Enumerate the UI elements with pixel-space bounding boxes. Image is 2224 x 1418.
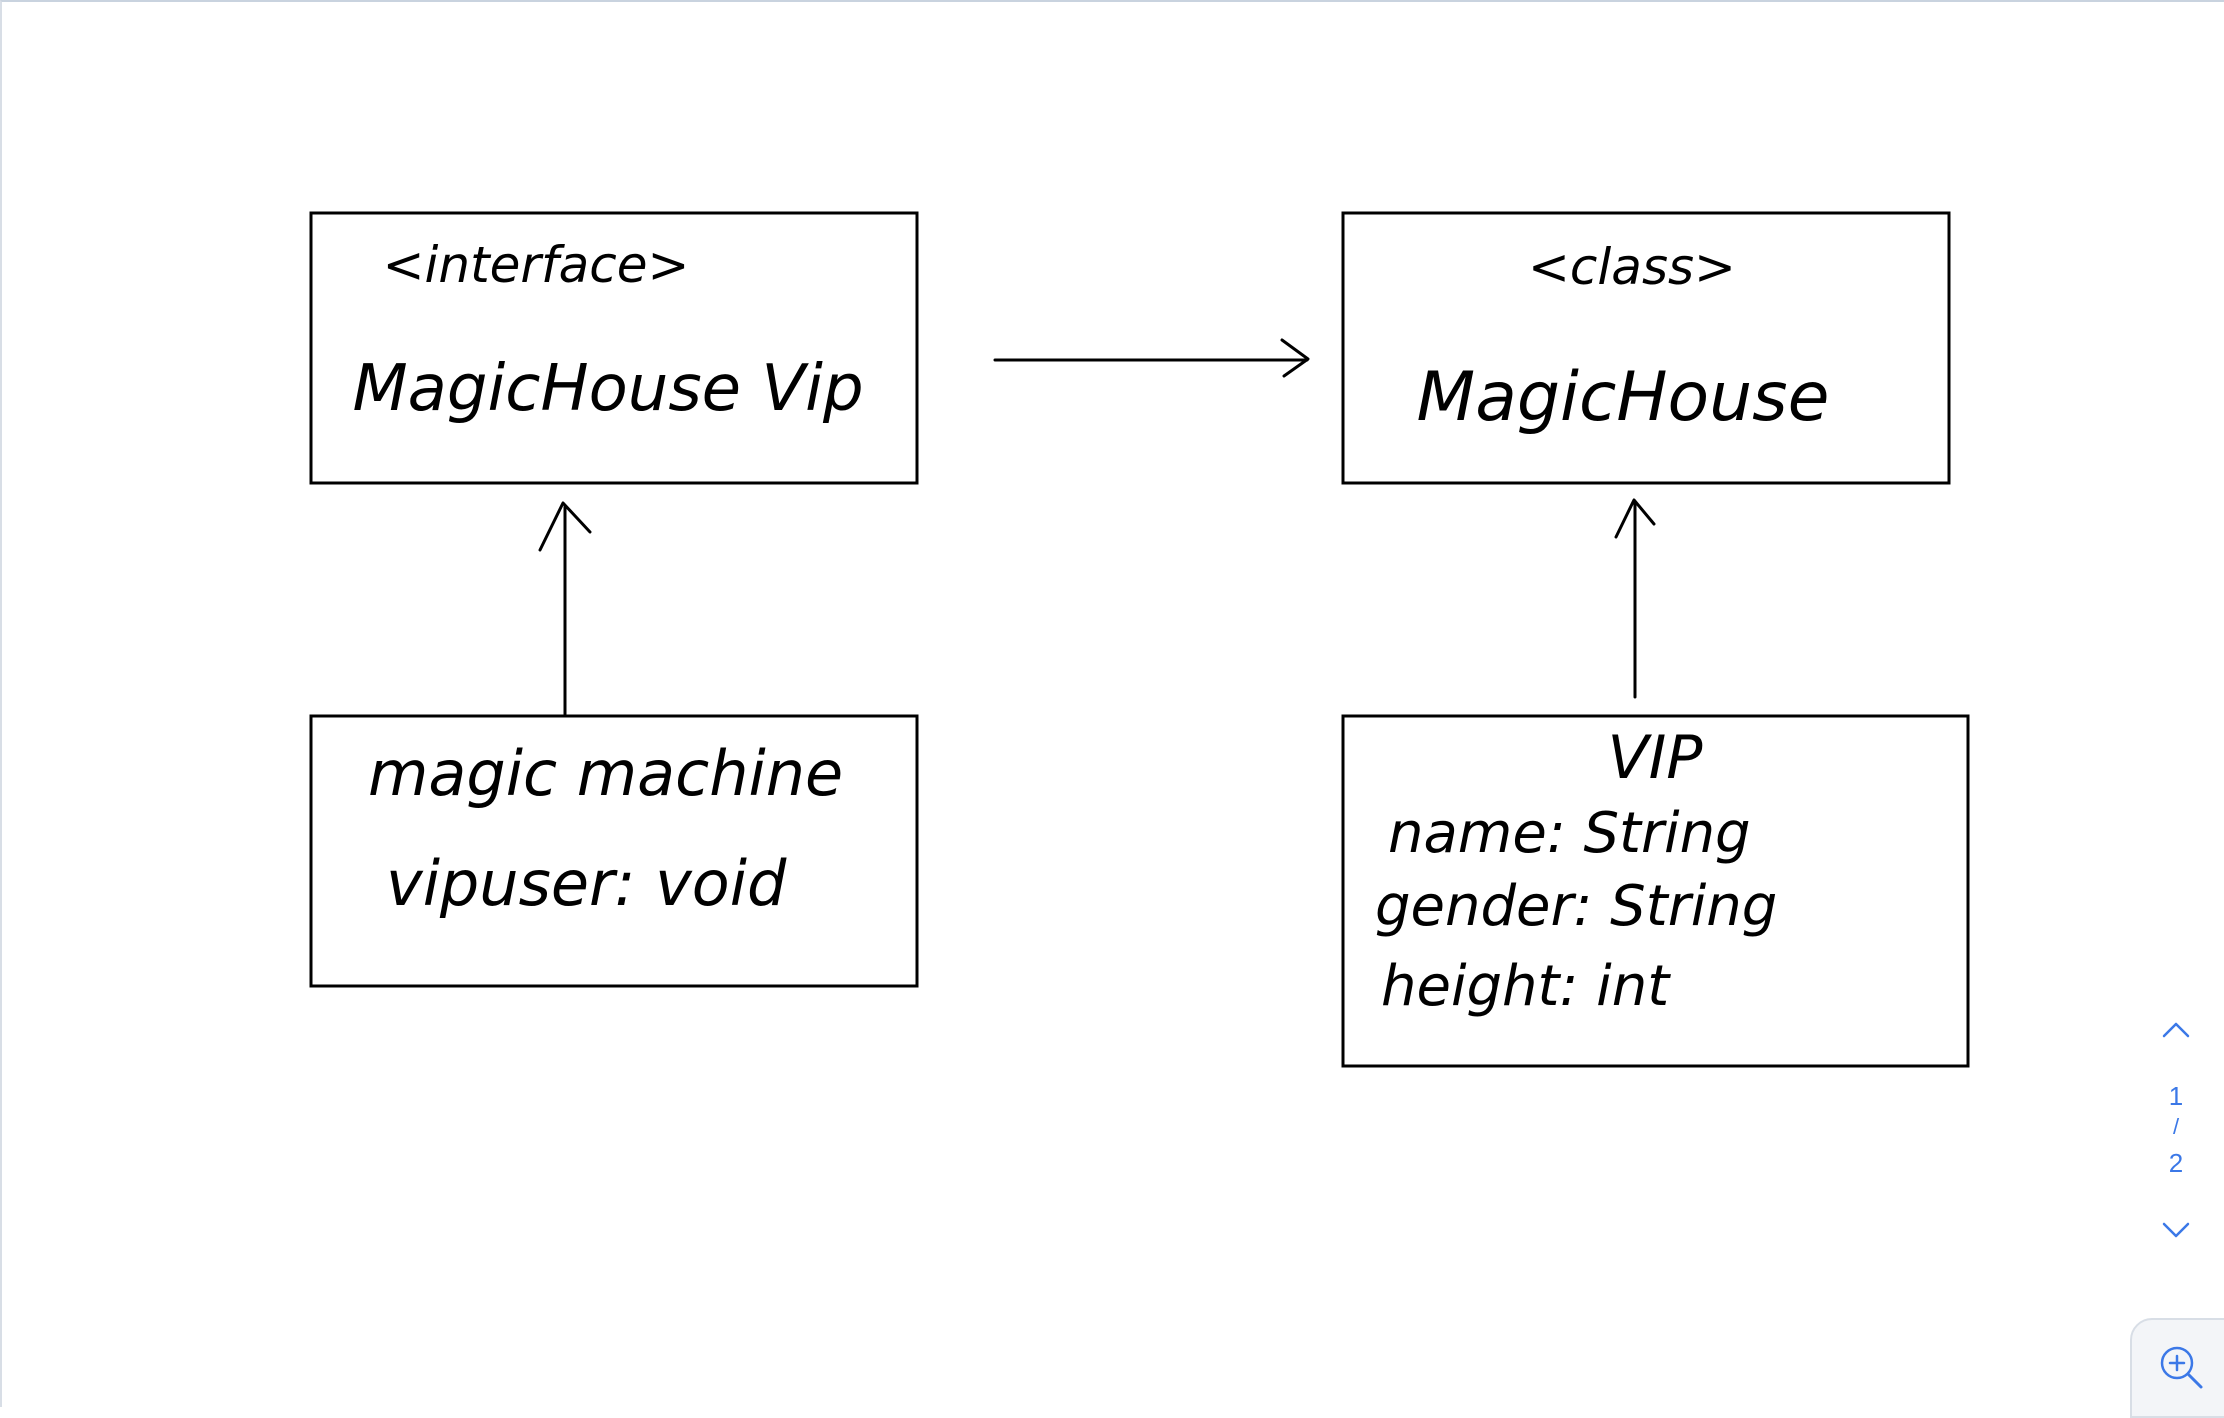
node-vip-box — [1341, 714, 1970, 1068]
arrow-head — [1280, 338, 1310, 378]
edge-vip-interface-to-magic-house — [993, 338, 1310, 378]
node-magic-house-stereotype: <class> — [1528, 238, 1736, 296]
edge-magic-machine-to-interface — [538, 501, 592, 716]
node-magic-house-vip-name: MagicHouse Vip — [352, 352, 863, 426]
node-magic-machine-box — [309, 714, 919, 988]
current-page-number: 1 — [2168, 1081, 2184, 1111]
node-vip-attribute-gender: gender: String — [1375, 874, 1777, 939]
node-magic-machine-attribute: vipuser: void — [386, 847, 787, 920]
node-magic-machine-name: magic machine — [368, 737, 843, 810]
node-magic-house: <class> MagicHouse — [1341, 211, 1951, 485]
previous-page-button[interactable] — [2156, 1010, 2196, 1050]
node-vip-name: VIP — [1608, 723, 1704, 793]
node-magic-house-vip-box — [309, 211, 919, 485]
node-vip: VIP name: String gender: String height: … — [1341, 714, 1970, 1068]
node-magic-house-name: MagicHouse — [1417, 358, 1830, 437]
node-magic-house-vip-stereotype: <interface> — [383, 236, 690, 294]
edge-vip-to-magic-house — [1614, 498, 1656, 699]
chevron-up-icon — [2162, 1022, 2190, 1038]
node-magic-machine: magic machine vipuser: void — [309, 714, 919, 988]
arrow-head — [1614, 498, 1656, 539]
node-magic-house-box — [1341, 211, 1951, 485]
page-separator: / — [2172, 1114, 2180, 1139]
node-vip-attribute-name: name: String — [1388, 801, 1751, 866]
next-page-button[interactable] — [2156, 1210, 2196, 1250]
zoom-in-button[interactable] — [2130, 1318, 2224, 1418]
node-magic-house-vip: <interface> MagicHouse Vip — [309, 211, 919, 485]
zoom-in-icon — [2160, 1346, 2203, 1389]
arrow-head — [538, 501, 592, 552]
node-vip-attribute-height: height: int — [1381, 954, 1671, 1019]
page-navigator: 1 / 2 — [2148, 1000, 2204, 1250]
chevron-down-icon — [2162, 1222, 2190, 1238]
total-pages: 2 — [2168, 1148, 2184, 1178]
